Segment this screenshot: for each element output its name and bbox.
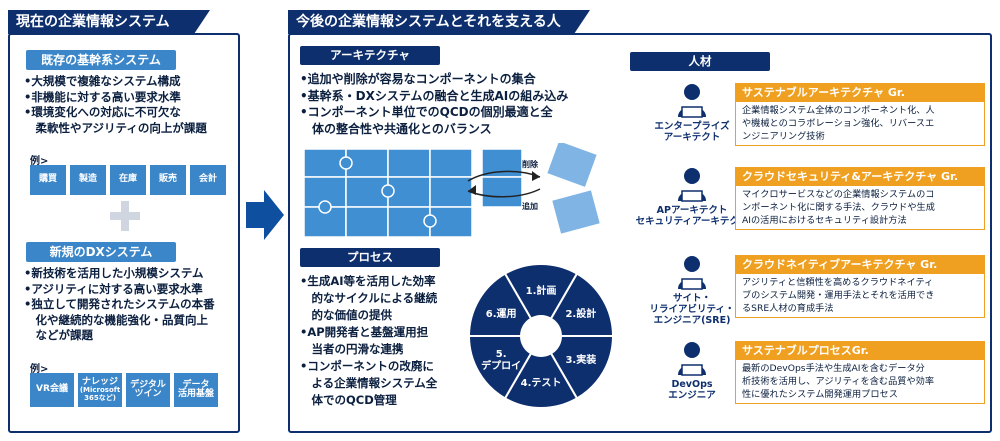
- process-bullets: •生成AI等を活用した効率 的なサイクルによる継続 的な価値の提供 •AP開発者…: [300, 274, 438, 407]
- cycle-label: 3.実装: [565, 353, 596, 366]
- group-card: サステナブルプロセスGr. 最新のDevOps手法や生成AIを含むデータ分析技術を…: [735, 341, 985, 404]
- role-name: DevOps エンジニア: [668, 379, 716, 401]
- example-box: VR会議: [30, 373, 74, 407]
- example-box: ナレッジ (Microsoft 365など): [78, 373, 122, 407]
- process-title: プロセス: [300, 248, 440, 267]
- person-icon: [675, 255, 709, 291]
- example-box: デジタル ツイン: [126, 373, 170, 407]
- group-card: クラウドネイティブアーキテクチャ Gr. アジリティと信頼性を高めるクラウドネイテ…: [735, 255, 985, 318]
- right-panel: [288, 33, 992, 433]
- group-card: クラウドセキュリティ&アーキテクチャ Gr. マイクロサービスなどの企業情報システ…: [735, 167, 985, 230]
- group-desc: 企業情報システム全体のコンポーネント化、人や機械とのコラボレーション強化、リバー…: [742, 105, 935, 142]
- people-title: 人材: [630, 52, 770, 71]
- group-desc: アジリティと信頼性を高めるクラウドネイティブのシステム開発・運用手法とそれを活用…: [742, 277, 935, 314]
- example-box: 在庫: [110, 165, 146, 195]
- arch-bullets: •追加や削除が容易なコンポーネントの集合 •基幹系・DXシステムの融合と生成AI…: [300, 72, 569, 136]
- puzzle-illustration: 削除 追加: [303, 143, 600, 238]
- arch-title: アーキテクチャ: [300, 46, 440, 65]
- cycle-segment: [549, 335, 615, 400]
- dx-title: 新規のDXシステム: [26, 242, 176, 262]
- existing-example-label: 例>: [30, 156, 49, 167]
- existing-bullets: •大規模で複雑なシステム構成 •非機能に対する高い要求水準 •環境変化への対応に…: [24, 74, 207, 135]
- plus-icon: [110, 201, 140, 231]
- role-name: サイト・ リライアビリティ・ エンジニア(SRE): [649, 293, 735, 326]
- cycle-label: 5.: [496, 349, 507, 360]
- right-tab: 今後の企業情報システムとそれを支える人材: [288, 10, 590, 54]
- person-icon: [675, 83, 709, 119]
- arrow-right-icon: [246, 190, 284, 240]
- group-title: クラウドセキュリティ&アーキテクチャ Gr.: [736, 168, 984, 186]
- cycle-segment: [467, 335, 533, 400]
- dx-examples: VR会議 ナレッジ (Microsoft 365など) デジタル ツイン データ…: [30, 373, 218, 407]
- group-card: サステナブルアーキテクチャ Gr. 企業情報システム全体のコンポーネント化、人や機…: [735, 83, 985, 146]
- person-icon: [675, 341, 709, 377]
- cycle-segment: [467, 272, 533, 337]
- cycle-label: デプロイ: [481, 359, 521, 372]
- example-box: 購買: [30, 165, 66, 195]
- add-label: 追加: [522, 201, 538, 211]
- left-panel: [8, 33, 240, 433]
- example-box: 製造: [70, 165, 106, 195]
- cycle-segment: [503, 351, 579, 409]
- cycle-label: 6.運用: [486, 308, 517, 320]
- group-title: サステナブルアーキテクチャ Gr.: [736, 84, 984, 102]
- remove-label: 削除: [522, 159, 539, 169]
- group-title: クラウドネイティブアーキテクチャ Gr.: [736, 256, 984, 274]
- process-cycle: 1.計画 2.設計 3.実装4.テスト 5.デプロイ 6.運用: [467, 263, 615, 409]
- example-box: データ 活用基盤: [174, 373, 218, 407]
- cycle-label: 1.計画: [526, 284, 557, 297]
- existing-examples: 購買 製造 在庫 販売 会計: [30, 165, 226, 195]
- example-box: 販売: [150, 165, 186, 195]
- dx-bullets: •新技術を活用した小規模システム •アジリティに対する高い要求水準 •独立して開…: [24, 266, 215, 342]
- group-desc: 最新のDevOps手法や生成AIを含むデータ分析技術を活用し、アジリティを含む品…: [742, 363, 935, 400]
- group-title: サステナブルプロセスGr.: [736, 342, 984, 360]
- cycle-label: 4.テスト: [521, 377, 562, 389]
- group-desc: マイクロサービスなどの企業情報システムのコンポーネント化に関する手法、クラウドや…: [742, 189, 935, 226]
- dx-example-label: 例>: [30, 364, 49, 375]
- existing-title: 既存の基幹系システム: [26, 50, 176, 70]
- left-tab: 現在の企業情報システム: [8, 10, 210, 34]
- example-box: 会計: [190, 165, 226, 195]
- person-icon: [675, 167, 709, 203]
- cycle-segment: [503, 263, 579, 321]
- role-name: エンタープライズ アーキテクト: [654, 121, 730, 143]
- role-name: APアーキテクト セキュリティアーキテクト: [635, 205, 749, 227]
- cycle-segment: [549, 272, 615, 337]
- cycle-label: 2.設計: [565, 307, 596, 320]
